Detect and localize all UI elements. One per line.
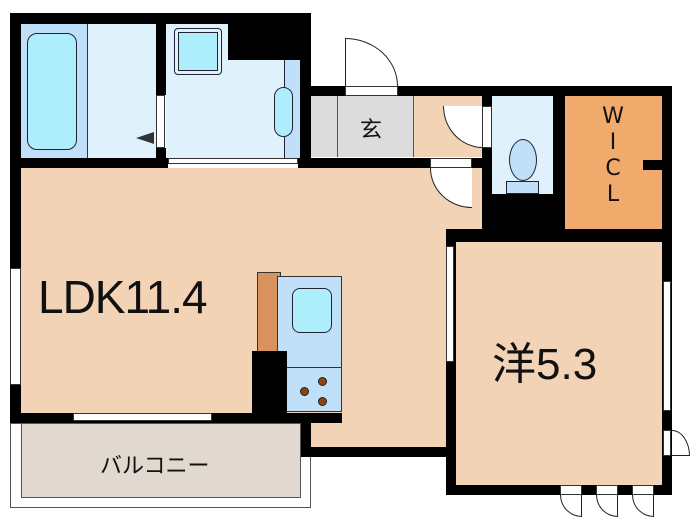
stove-burner-icon: [300, 387, 309, 396]
washroom-sliding-door[interactable]: [168, 158, 298, 164]
wall-western-left: [446, 229, 456, 495]
ldk-room-main: [21, 240, 446, 413]
wic-wall-stub: [643, 160, 662, 170]
wall-western-bottom: [446, 485, 672, 495]
toilet-tank-icon: [506, 181, 539, 194]
western-side-door[interactable]: [672, 430, 690, 456]
kitchen-sink-icon: [292, 288, 332, 333]
door-arrow-icon: [136, 132, 154, 144]
window-ldk-western[interactable]: [446, 246, 454, 362]
ldk-door-opening[interactable]: [430, 158, 472, 168]
window-balcony[interactable]: [73, 413, 212, 421]
closet-door-1[interactable]: [560, 485, 582, 495]
entrance: [311, 96, 413, 157]
window-western-right[interactable]: [663, 281, 671, 411]
toilet-door-opening[interactable]: [482, 106, 492, 148]
wic-letter-c: C: [605, 156, 621, 181]
bath-door[interactable]: [156, 95, 165, 148]
wall-entrance-top-right: [398, 86, 672, 96]
wall-wic-bottom: [446, 229, 672, 242]
wall-entrance-top-left: [300, 86, 345, 96]
western-room-label: 洋5.3: [492, 340, 598, 389]
closet-door-arc-1[interactable]: [560, 495, 582, 517]
bathtub-icon: [27, 33, 77, 150]
wic-letter-l: L: [606, 182, 620, 207]
western-room: [456, 242, 662, 485]
wall-left-lower: [10, 385, 21, 423]
closet-door-2[interactable]: [596, 485, 618, 495]
wall-notch: [228, 24, 300, 60]
balcony-label: バルコニー: [100, 454, 210, 479]
sink-icon: [274, 87, 293, 137]
closet-door-arc-2[interactable]: [596, 495, 618, 517]
entrance-door[interactable]: [345, 38, 398, 86]
wic-letter-w: W: [602, 104, 624, 129]
wall-ldk-lower-bottom: [301, 447, 456, 457]
ldk-label: LDK11.4: [38, 271, 208, 323]
wall-bath-divider: [156, 24, 166, 95]
closet-door-arc-3[interactable]: [632, 495, 654, 517]
closet-door-3[interactable]: [632, 485, 654, 495]
stove-burner-icon: [318, 397, 327, 406]
window-ldk-left[interactable]: [10, 268, 21, 385]
wall-top-left: [10, 13, 310, 24]
wall-ldk-lower-left: [301, 413, 311, 457]
toilet-icon: [509, 139, 537, 181]
western-side-door-opening[interactable]: [663, 430, 671, 456]
wic-letter-i: I: [609, 130, 617, 155]
entrance-label: 玄: [360, 118, 383, 143]
wall-wet-bottom-right: [298, 158, 492, 168]
washing-machine-drum: [178, 32, 218, 71]
stove-burner-icon: [318, 377, 327, 386]
wic-label: W I C L: [598, 104, 628, 208]
wall-wet-bottom: [21, 158, 168, 168]
balcony: [21, 423, 301, 498]
kitchen-wall-block: [252, 351, 287, 413]
ldk-room: [21, 168, 482, 240]
entrance-step-line: [337, 96, 338, 157]
entrance-door-opening[interactable]: [345, 86, 398, 96]
stove-divider: [286, 367, 342, 368]
wall-toilet-left: [482, 96, 492, 240]
wall-left: [10, 13, 21, 268]
